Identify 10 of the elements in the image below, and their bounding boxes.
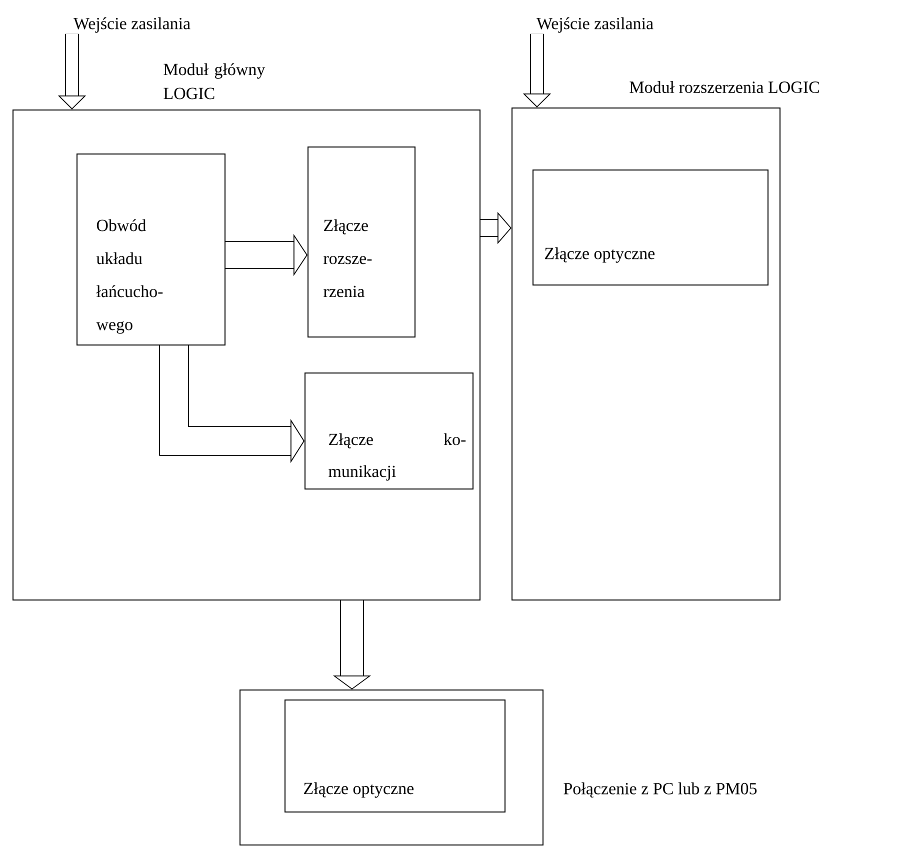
node-label: Moduł główny LOGIC <box>164 63 266 100</box>
node-label: Połączenie z PC lub z PM05 <box>564 782 757 798</box>
power-input-label: Wejście zasilania <box>73 17 190 33</box>
power-input-label: Wejście zasilania <box>536 17 654 33</box>
connector-box: Złącze optyczne <box>532 170 768 286</box>
node-label: Moduł rozszerzenia LOGIC <box>630 81 819 93</box>
connector-box: Złącze rozsze- rzenia <box>308 146 416 338</box>
connector-box: Złącze optyczne <box>284 700 506 812</box>
connector-box: Obwód układu łańcucho- wego <box>76 154 226 346</box>
connector-box: Złącze ko- munikacji <box>304 372 474 490</box>
